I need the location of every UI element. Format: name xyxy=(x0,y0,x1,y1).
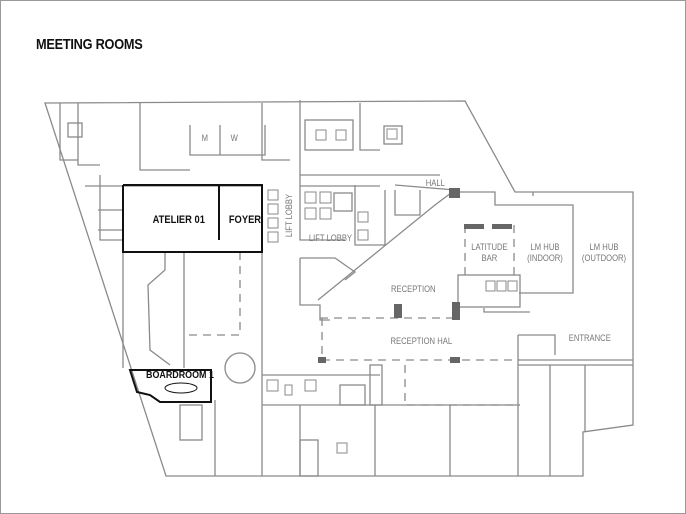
building-outline xyxy=(44,100,634,477)
lm-hub-indoor-line-2: (INDOOR) xyxy=(527,253,563,263)
interior-walls xyxy=(59,100,633,477)
room-label-lm-hub-outdoor: LM HUB(OUTDOOR) xyxy=(582,242,626,264)
lm-hub-outdoor-line-2: (OUTDOOR) xyxy=(581,253,627,263)
latitude-bar-line-2: BAR xyxy=(481,253,498,263)
room-label-atelier-01[interactable]: ATELIER 01 xyxy=(152,214,205,226)
lm-hub-outdoor-line-1: LM HUB xyxy=(589,242,619,252)
boardroom-table-icon xyxy=(164,382,198,394)
page-title: MEETING ROOMS xyxy=(36,36,143,53)
room-label-m: M xyxy=(201,133,208,143)
room-label-lm-hub-indoor: LM HUB(INDOOR) xyxy=(527,242,563,264)
room-label-entrance: ENTRANCE xyxy=(568,333,611,343)
latitude-bar-line-1: LATITUDE xyxy=(471,242,508,252)
room-label-foyer[interactable]: FOYER xyxy=(228,214,262,226)
room-label-hall: HALL xyxy=(425,178,445,188)
boardroom-1-outline[interactable] xyxy=(128,369,212,403)
lm-hub-indoor-line-1: LM HUB xyxy=(530,242,560,252)
room-label-reception-hal: RECEPTION HAL xyxy=(390,336,453,346)
room-label-reception: RECEPTION xyxy=(390,284,436,294)
room-label-boardroom-1[interactable]: BOARDROOM 1 xyxy=(145,369,214,381)
room-label-w: W xyxy=(230,133,238,143)
room-label-lift-lobby: LIFT LOBBY xyxy=(308,233,353,243)
room-label-lift-lobby-vertical: LIFT LOBBY xyxy=(283,193,294,238)
atelier-foyer-outline[interactable] xyxy=(122,184,263,253)
